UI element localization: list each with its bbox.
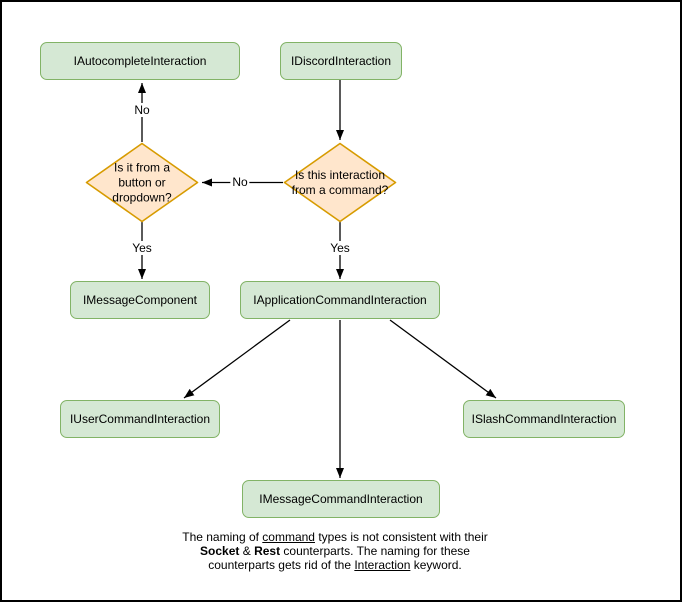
decision-label: Is it from a button or dropdown? (112, 160, 172, 204)
decision-label: Is this interaction from a command? (291, 167, 389, 197)
diamond-shape (283, 142, 397, 223)
node-islashcommandinteraction: ISlashCommandInteraction (463, 400, 625, 438)
decision-from-command: Is this interaction from a command? (283, 142, 397, 223)
edge-label-yes-right: Yes (328, 241, 352, 255)
node-label: IAutocompleteInteraction (73, 54, 207, 68)
node-iautocompleteinteraction: IAutocompleteInteraction (40, 42, 240, 80)
node-label: IApplicationCommandInteraction (253, 293, 427, 307)
note-line-2: Socket & Rest counterparts. The naming f… (200, 544, 470, 558)
underlined-word: command (262, 530, 315, 544)
node-label: IUserCommandInteraction (69, 412, 211, 426)
node-idiscordinteraction: IDiscordInteraction (280, 42, 402, 80)
node-label: IMessageComponent (82, 293, 198, 307)
node-iusercommandinteraction: IUserCommandInteraction (60, 400, 220, 438)
node-label: IDiscordInteraction (290, 54, 392, 68)
edge-app-command-to-slash-command (389, 319, 497, 399)
node-label: IMessageCommandInteraction (259, 492, 423, 506)
decision-button-or-dropdown: Is it from a button or dropdown? (85, 142, 199, 223)
edge-app-command-to-user-command (183, 319, 291, 399)
node-imessagecomponent: IMessageComponent (70, 281, 210, 319)
node-label: ISlashCommandInteraction (471, 412, 617, 426)
diamond-shape (85, 142, 199, 223)
naming-note: The naming of command types is not consi… (160, 530, 510, 572)
underlined-word: Interaction (354, 558, 411, 572)
note-line-3: counterparts gets rid of the Interaction… (208, 558, 462, 572)
bold-word: Rest (254, 544, 281, 558)
edge-label-no-up: No (132, 103, 152, 117)
bold-word: Socket (200, 544, 240, 558)
edge-label-yes-left: Yes (130, 241, 154, 255)
note-line-1: The naming of command types is not consi… (182, 530, 488, 544)
node-iapplicationcommandinteraction: IApplicationCommandInteraction (240, 281, 440, 319)
node-imessagecommandinteraction: IMessageCommandInteraction (242, 480, 440, 518)
edge-label-no-left: No (230, 175, 250, 189)
